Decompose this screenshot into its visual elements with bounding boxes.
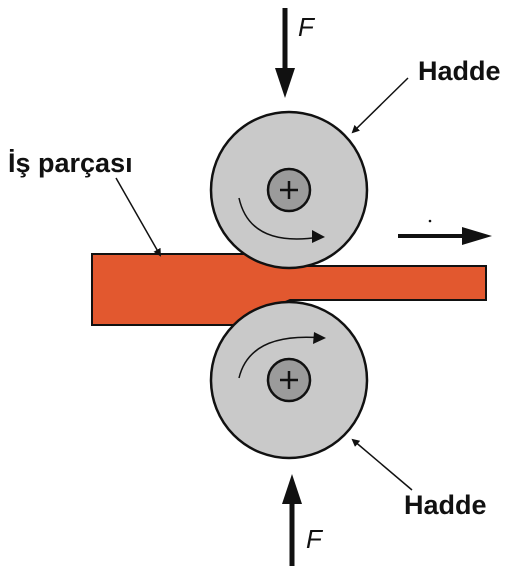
bottom-roller: [209, 300, 369, 460]
force-arrow-top: [275, 8, 295, 98]
workpiece-label: İş parçası: [8, 148, 133, 178]
curved-arrow-icon: [238, 197, 321, 240]
curved-arrow-icon: [238, 336, 323, 379]
plus-icon: [280, 181, 298, 199]
force-label-bottom: F: [306, 524, 324, 554]
roller-label-bottom: Hadde: [404, 490, 487, 520]
roller-leader-top: [351, 77, 409, 134]
roller-label-top: Hadde: [418, 56, 501, 86]
plus-icon: [280, 371, 298, 389]
force-arrow-bottom: [282, 474, 302, 566]
force-label-top: F: [298, 12, 316, 42]
workpiece-leader: [115, 177, 161, 257]
top-roller: [209, 110, 369, 270]
roller-leader-bottom: [351, 438, 413, 491]
travel-direction-arrow: [398, 219, 492, 245]
